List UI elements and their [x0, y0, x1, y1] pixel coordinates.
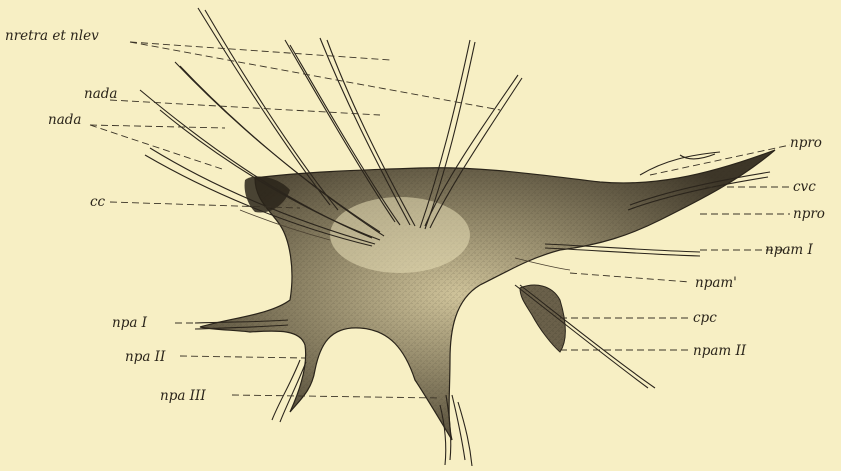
label-cc: cc	[90, 194, 106, 210]
label-nada-lower: nada	[48, 112, 81, 128]
label-npam-i: npam I	[765, 242, 813, 258]
label-npa-ii: npa II	[125, 349, 166, 365]
label-nretra-et-nlev: nretra et nlev	[5, 28, 99, 44]
label-npam-ii: npam II	[693, 343, 747, 359]
label-npa-iii: npa III	[160, 388, 206, 404]
label-npam-prime: npam'	[695, 275, 737, 291]
ganglion-body	[200, 150, 775, 440]
label-npa-i: npa I	[112, 315, 148, 331]
label-npro-lower: npro	[793, 206, 825, 222]
label-nada-upper: nada	[84, 86, 117, 102]
label-npro-upper: npro	[790, 135, 822, 151]
label-cpc: cpc	[693, 310, 717, 326]
label-cvc: cvc	[793, 179, 816, 195]
